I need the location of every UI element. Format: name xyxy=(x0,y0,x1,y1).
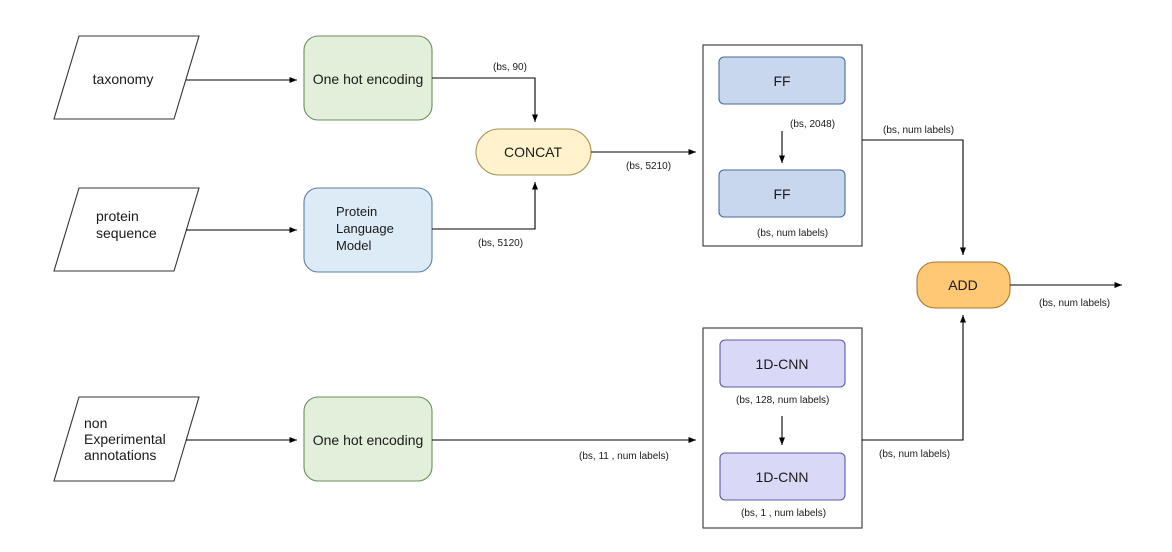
svg-text:ADD: ADD xyxy=(948,277,978,293)
taxonomy-input: taxonomy xyxy=(53,35,200,120)
cnn-layer-1: 1D-CNN xyxy=(719,339,846,388)
shape-ff-block-out: (bs, num labels) xyxy=(883,125,954,136)
one-hot-encoding-top-node: One hot encoding xyxy=(303,35,433,121)
ff-layer-2: FF xyxy=(718,169,846,218)
shape-bs-5210: (bs, 5210) xyxy=(626,161,671,172)
one-hot-encoding-bottom-node: One hot encoding xyxy=(303,396,433,482)
svg-text:1D-CNN: 1D-CNN xyxy=(756,356,809,372)
cnn-block: 1D-CNN (bs, 128, num labels) 1D-CNN (bs,… xyxy=(702,327,863,529)
non-experimental-annotations-input: non Experimental annotations xyxy=(53,396,200,482)
shape-bs-11: (bs, 11 , num labels) xyxy=(579,451,669,462)
protein-sequence-label: protein sequence xyxy=(96,208,157,241)
cnn-layer-2: 1D-CNN xyxy=(719,452,846,501)
ff-block: FF FF (bs, 2048) (bs, num labels) xyxy=(702,44,863,247)
svg-text:One hot encoding: One hot encoding xyxy=(313,432,424,448)
shape-bs-2048: (bs, 2048) xyxy=(790,119,835,130)
shape-bs-128: (bs, 128, num labels) xyxy=(736,395,829,406)
svg-text:FF: FF xyxy=(773,186,790,202)
shape-cnn-out: (bs, 1 , num labels) xyxy=(741,508,826,519)
protein-language-model-node: Protein Language Model xyxy=(303,187,433,273)
shape-add-out: (bs, num labels) xyxy=(1039,298,1110,309)
taxonomy-label: taxonomy xyxy=(93,71,154,87)
svg-text:FF: FF xyxy=(773,73,790,89)
svg-text:Protein Language M: Protein Language Model xyxy=(336,204,397,253)
shape-cnn-block-out: (bs, num labels) xyxy=(879,449,950,460)
concat-node: CONCAT xyxy=(475,128,592,176)
shape-ff-out: (bs, num labels) xyxy=(757,228,828,239)
protein-sequence-input: protein sequence xyxy=(53,187,200,272)
shape-bs-90: (bs, 90) xyxy=(493,62,527,73)
non-experimental-annotations-label: non Experimental annotations xyxy=(84,415,170,463)
ff-layer-1: FF xyxy=(718,56,846,105)
svg-text:One hot encoding: One hot encoding xyxy=(313,71,424,87)
shape-bs-5120: (bs, 5120) xyxy=(478,238,523,249)
svg-text:1D-CNN: 1D-CNN xyxy=(756,469,809,485)
add-node: ADD xyxy=(916,261,1011,309)
svg-text:CONCAT: CONCAT xyxy=(504,144,563,160)
